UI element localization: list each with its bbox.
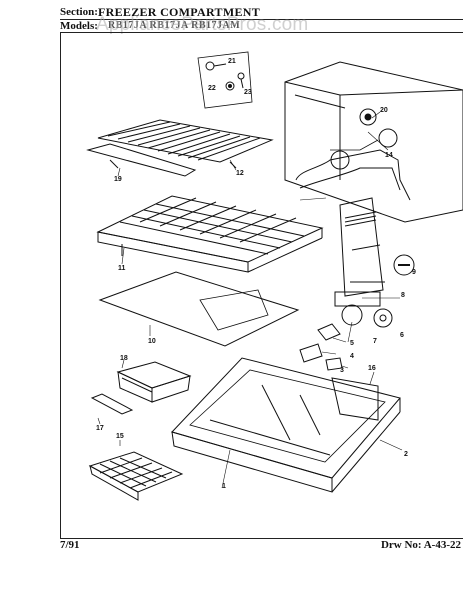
- header-bottom-rule: [60, 32, 463, 33]
- hardware-group: [197, 51, 253, 109]
- callout-6: 6: [400, 332, 404, 339]
- callout-9: 9: [412, 269, 416, 276]
- header-divider: [60, 19, 463, 20]
- callout-15: 15: [116, 433, 124, 440]
- models-label: Models:: [60, 20, 98, 32]
- callout-16: 16: [368, 365, 376, 372]
- callout-1: 1: [222, 483, 226, 490]
- models-value: RB17JA RB17JA RB17JAM: [108, 20, 241, 31]
- slide-shelf: [96, 195, 324, 273]
- callout-5: 5: [350, 340, 354, 347]
- ice-tray: [88, 451, 184, 501]
- drawing-number: Drw No: A-43-22: [380, 539, 461, 551]
- freezer-liner: [284, 61, 463, 223]
- callout-23: 23: [244, 89, 252, 96]
- callout-20: 20: [380, 107, 388, 114]
- bottom-pan: [171, 357, 401, 493]
- footer-divider: [60, 538, 463, 539]
- callout-22: 22: [208, 85, 216, 92]
- insulation-panel: [98, 271, 300, 347]
- callout-4: 4: [350, 353, 354, 360]
- ice-bin: [90, 361, 192, 415]
- callout-2: 2: [404, 451, 408, 458]
- callout-11: 11: [118, 265, 126, 272]
- callout-17: 17: [96, 425, 104, 432]
- watermark-text: AppliancePartsPros.com: [96, 14, 309, 35]
- callout-12: 12: [236, 170, 244, 177]
- leader-lines: [97, 111, 403, 489]
- callout-labels: 1 2 3 4 5 6 7 8 9 10 11 12 14 15 16 17 1…: [96, 58, 416, 490]
- evaporator-cover: [339, 197, 415, 297]
- wire-shelf: [86, 119, 274, 177]
- frame-left-border: [60, 33, 61, 538]
- callout-21: 21: [228, 58, 236, 65]
- callout-3: 3: [340, 367, 344, 374]
- callout-14: 14: [385, 152, 393, 159]
- callout-10: 10: [148, 338, 156, 345]
- section-title: FREEZER COMPARTMENT: [98, 5, 261, 19]
- callout-8: 8: [401, 292, 405, 299]
- section-label: Section:: [60, 6, 98, 18]
- callout-18: 18: [120, 355, 128, 362]
- footer-date: 7/91: [60, 539, 80, 551]
- fan-motor-assembly: [299, 291, 393, 371]
- callout-19: 19: [114, 176, 122, 183]
- callout-7: 7: [373, 338, 377, 345]
